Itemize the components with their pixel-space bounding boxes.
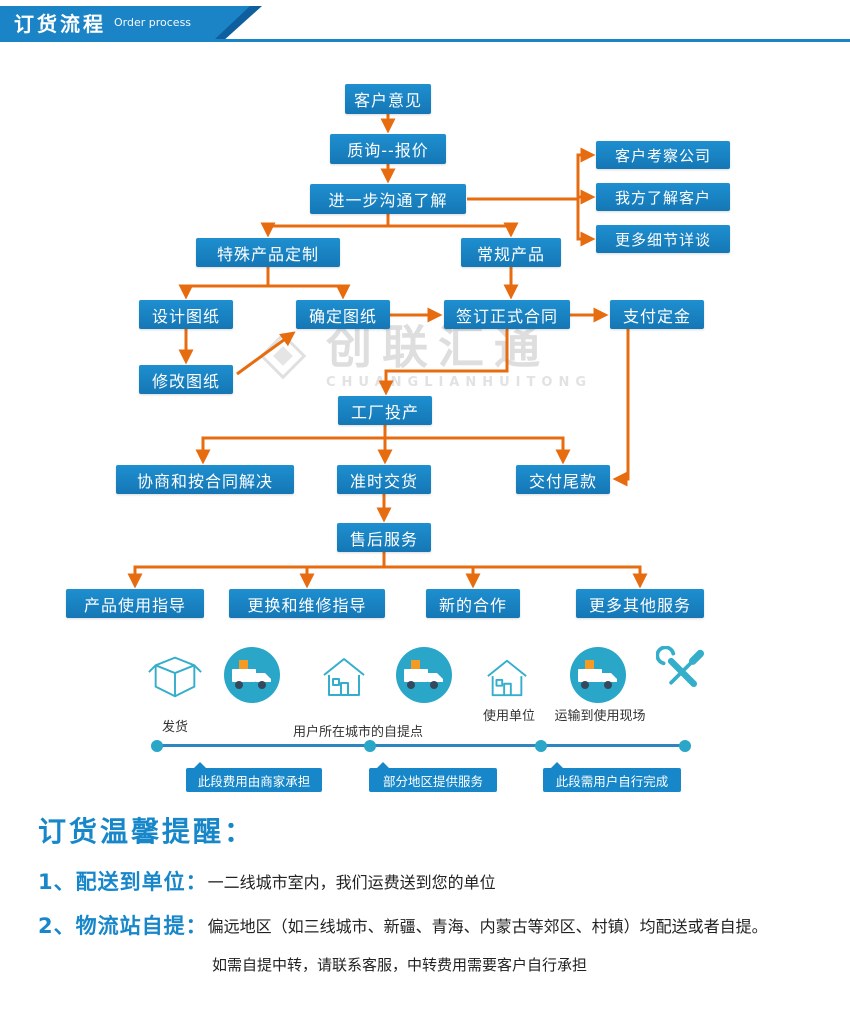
segment-label-partial-service: 部分地区提供服务: [369, 762, 497, 792]
truck-icon-middle: [396, 647, 452, 703]
notes-title: 订货温馨提醒：: [38, 815, 256, 848]
note-item-1-label: 1、配送到单位：: [38, 870, 208, 894]
header-band: 订货流程 Order process: [0, 6, 250, 39]
flow-node-negotiate-per-contract: 协商和按合同解决: [116, 465, 294, 494]
flow-node-inquiry-quote: 质询--报价: [330, 134, 446, 164]
flow-node-more-details-discussion: 更多细节详谈: [596, 225, 730, 253]
note-item-3-text: 如需自提中转，请联系客服，中转费用需要客户自行承担: [212, 956, 588, 974]
truck-icon-city-pickup: [224, 647, 280, 703]
note-item-2-label: 2、物流站自提：: [38, 914, 208, 938]
use-unit-label: 使用单位: [482, 709, 535, 724]
house-icon-pickup: [323, 658, 365, 696]
note-item-2: 2、物流站自提：偏远地区（如三线城市、新疆、青海、内蒙古等郊区、村镇）均配送或者…: [38, 910, 768, 940]
tools-icon: [656, 646, 705, 688]
watermark-diamond-icon: [259, 332, 307, 380]
note-item-1: 1、配送到单位：一二线城市室内，我们运费送到您的单位: [38, 866, 496, 896]
flow-node-pay-deposit: 支付定金: [610, 300, 704, 329]
timeline-dot-mid1: [364, 740, 376, 752]
page-title: 订货流程: [14, 12, 106, 36]
truck-icon-transport-site: [570, 647, 626, 703]
flow-node-customer-visit-company: 客户考察公司: [596, 141, 730, 169]
timeline-line: [157, 744, 685, 747]
segment-label-merchant-cost: 此段费用由商家承担: [186, 762, 322, 792]
flow-node-product-usage-guide: 产品使用指导: [66, 589, 204, 618]
flow-node-more-services: 更多其他服务: [576, 589, 704, 618]
flow-node-we-understand-customer: 我方了解客户: [596, 183, 730, 211]
ship-label: 发货: [161, 720, 188, 735]
flow-node-on-time-delivery: 准时交货: [337, 465, 431, 494]
transport-site-label: 运输到使用现场: [554, 709, 646, 724]
flow-node-replace-repair-guide: 更换和维修指导: [229, 589, 385, 618]
flow-node-after-sales-service: 售后服务: [337, 523, 431, 552]
timeline-dot-end: [679, 740, 691, 752]
watermark-logo: 创联汇通 CHUANGLIANHUITONG: [252, 322, 592, 390]
timeline-dot-start: [151, 740, 163, 752]
flow-node-further-communication: 进一步沟通了解: [310, 184, 466, 214]
house-icon-use-unit: [487, 659, 527, 697]
timeline-dot-mid2: [535, 740, 547, 752]
note-item-2-text: 偏远地区（如三线城市、新疆、青海、内蒙古等郊区、村镇）均配送或者自提。: [207, 917, 768, 936]
flow-node-factory-production: 工厂投产: [338, 396, 432, 425]
flow-node-customer-opinion: 客户意见: [345, 84, 431, 114]
watermark-name: 创联汇通: [326, 320, 550, 374]
package-box-icon: [148, 656, 202, 698]
flow-node-design-drawing: 设计图纸: [139, 300, 233, 329]
flow-node-modify-drawing: 修改图纸: [139, 365, 233, 394]
watermark-latin: CHUANGLIANHUITONG: [326, 374, 592, 390]
flow-node-pay-balance: 交付尾款: [516, 465, 610, 494]
flow-node-sign-contract: 签订正式合同: [444, 300, 570, 329]
flow-node-confirm-drawing: 确定图纸: [296, 300, 390, 329]
note-item-1-text: 一二线城市室内，我们运费送到您的单位: [207, 873, 496, 892]
segment-label-user-complete: 此段需用户自行完成: [543, 762, 681, 792]
flow-node-special-product-custom: 特殊产品定制: [196, 238, 340, 267]
pickup-point-label: 用户所在城市的自提点: [292, 725, 423, 740]
flow-node-new-cooperation: 新的合作: [426, 589, 520, 618]
flow-node-regular-product: 常规产品: [461, 238, 561, 267]
header-underline: [0, 39, 850, 42]
page-subtitle: Order process: [114, 16, 192, 29]
